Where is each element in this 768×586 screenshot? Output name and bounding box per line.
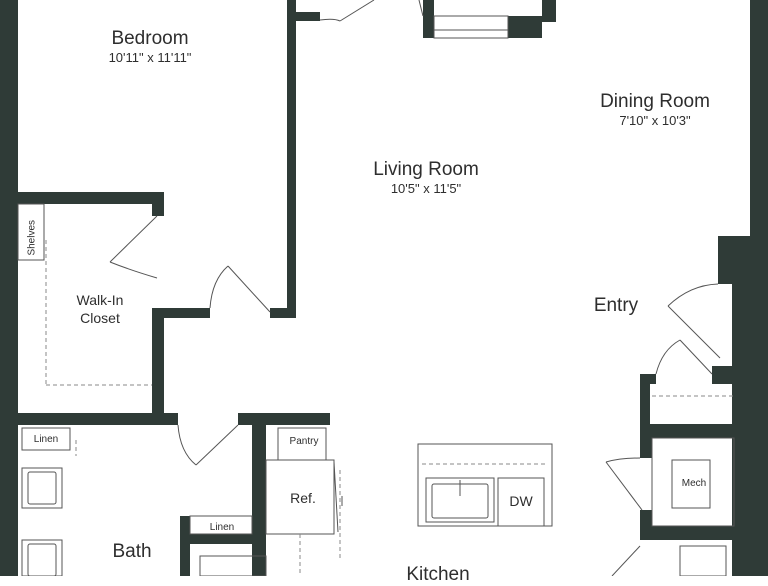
pantry-label: Pantry [289, 436, 319, 447]
closet-name-line1: Walk-In [76, 292, 124, 308]
kitchen-name: Kitchen [406, 564, 470, 585]
entry-name: Entry [593, 295, 639, 316]
dishwasher-label: DW [509, 493, 533, 509]
bedroom-dims: 10'11" x 11'11" [108, 50, 192, 65]
bath-name: Bath [112, 541, 152, 562]
dashed-lines [45, 240, 734, 576]
shelves-label: Shelves [26, 219, 38, 256]
bedroom-name: Bedroom [111, 28, 189, 49]
dining-room-name: Dining Room [600, 91, 710, 112]
hall-linen-label: Linen [209, 522, 235, 533]
fridge-label: Ref. [290, 490, 316, 506]
mech-label: Mech [681, 478, 707, 489]
bath-linen-label: Linen [33, 434, 59, 445]
closet-name-line2: Closet [80, 310, 120, 326]
living-room-dims: 10'5" x 11'5" [390, 181, 462, 196]
fixture-outlines [17, 0, 735, 576]
living-room-name: Living Room [373, 159, 479, 180]
dining-room-dims: 7'10" x 10'3" [619, 113, 691, 128]
